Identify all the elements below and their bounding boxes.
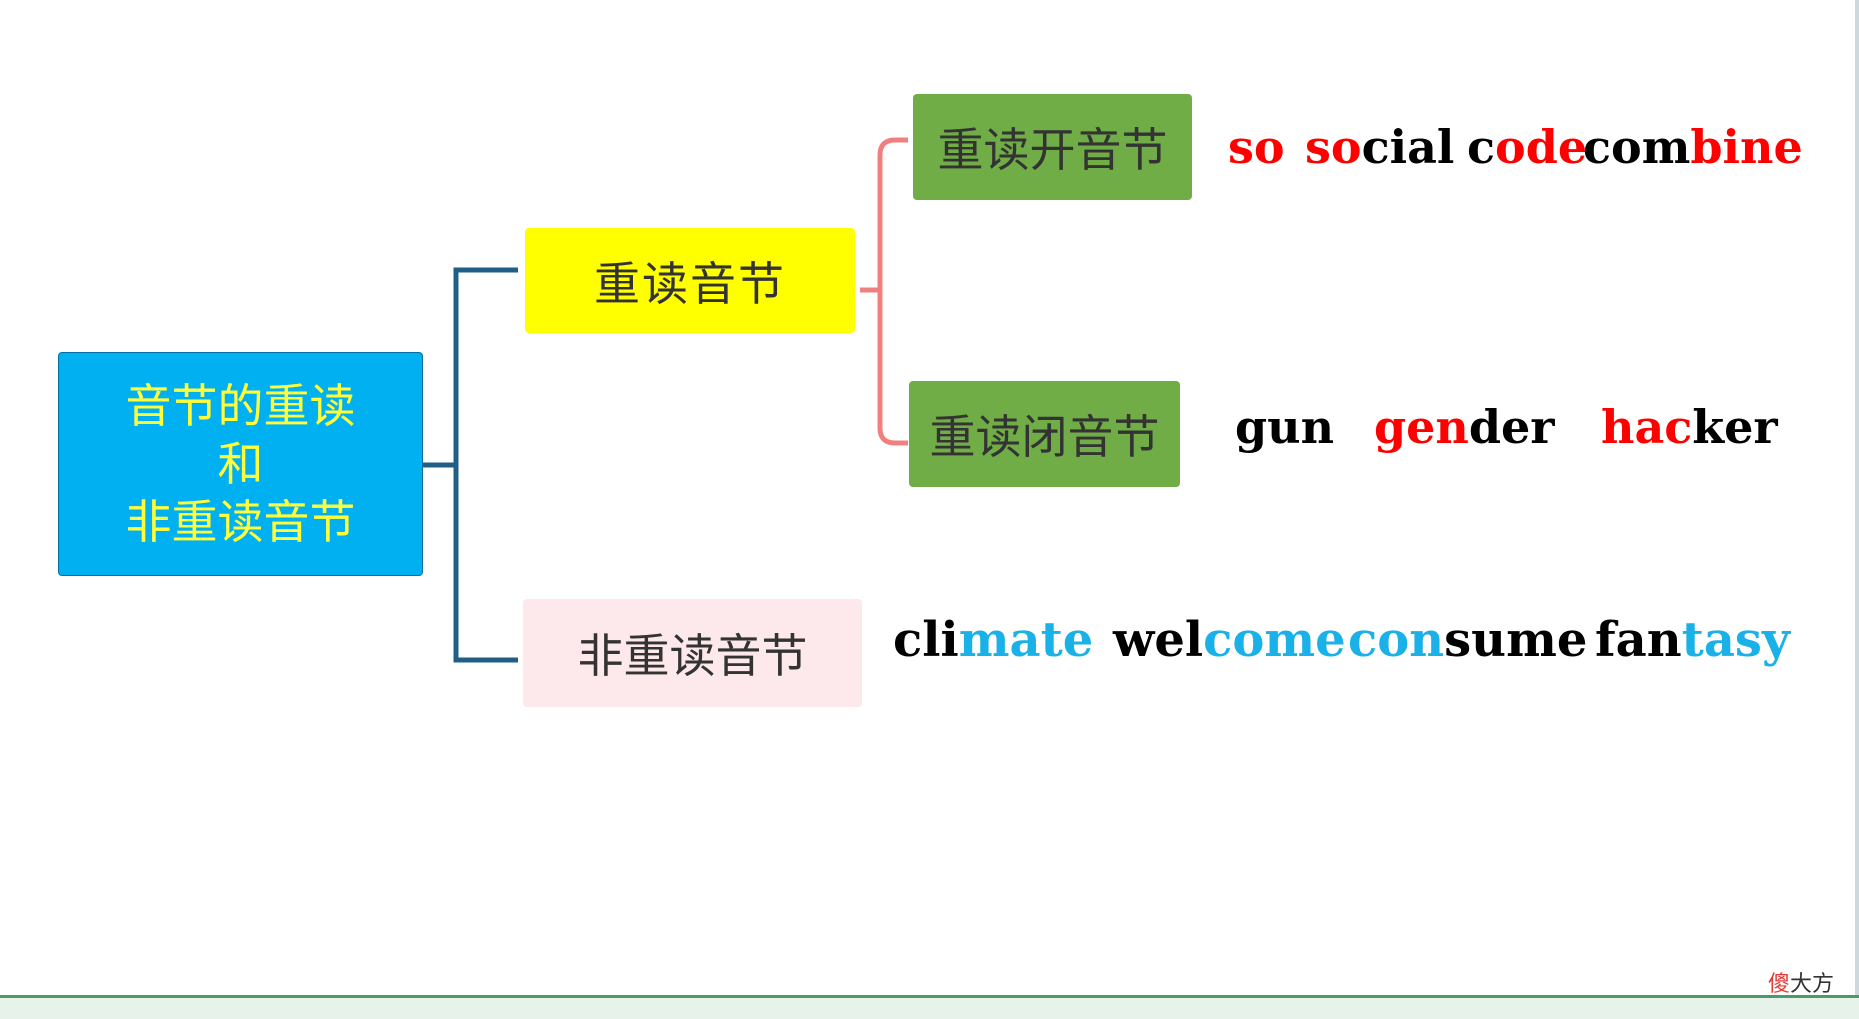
word-segment: fan <box>1595 612 1682 668</box>
stressed-syllable-node: 重读音节 <box>525 228 855 333</box>
word-segment: com <box>1583 120 1691 174</box>
stressed-open-syllable-node: 重读开音节 <box>913 94 1192 200</box>
word-segment: der <box>1468 400 1555 454</box>
word-segment: ker <box>1692 400 1778 454</box>
example-word: social <box>1305 120 1454 174</box>
example-word: climate <box>893 612 1093 668</box>
bottom-status-bar <box>0 995 1859 1019</box>
watermark-brand: 傻大方 <box>1768 966 1834 998</box>
connector-stressed-brace <box>877 137 908 446</box>
watermark-rest: 大方 <box>1790 972 1835 997</box>
word-segment: gun <box>1235 400 1335 454</box>
stressed-syllable-label: 重读音节 <box>594 256 786 311</box>
unstressed-syllable-label: 非重读音节 <box>577 629 808 683</box>
word-segment: hac <box>1601 400 1693 454</box>
stressed-closed-syllable-node: 重读闭音节 <box>909 381 1180 487</box>
window-right-edge <box>1855 0 1859 1000</box>
stressed-closed-syllable-label: 重读闭音节 <box>929 410 1160 464</box>
word-segment: cial <box>1361 120 1455 174</box>
example-word: gender <box>1374 400 1555 454</box>
word-segment: so <box>1228 120 1285 174</box>
example-word: hacker <box>1601 400 1778 454</box>
root-node: 音节的重读 和 非重读音节 <box>58 352 423 576</box>
example-word: so <box>1228 120 1285 174</box>
root-line-1: 音节的重读 <box>125 379 356 433</box>
stressed-open-syllable-label: 重读开音节 <box>937 123 1168 177</box>
word-segment: cli <box>893 612 959 668</box>
example-word: code <box>1467 120 1587 174</box>
watermark-accent: 傻 <box>1768 972 1791 997</box>
root-line-3: 非重读音节 <box>125 495 356 549</box>
word-segment: so <box>1305 120 1362 174</box>
root-line-2: 和 <box>217 437 264 491</box>
word-segment: wel <box>1113 612 1204 668</box>
example-word: consume <box>1348 612 1587 668</box>
connector-root-bracket <box>453 267 518 663</box>
example-word: fantasy <box>1595 612 1790 668</box>
example-word: gun <box>1235 400 1334 454</box>
unstressed-syllable-node: 非重读音节 <box>523 599 862 707</box>
word-segment: tasy <box>1681 612 1790 668</box>
word-segment: sume <box>1444 612 1588 668</box>
word-segment: come <box>1203 612 1346 668</box>
word-segment: bine <box>1690 120 1803 174</box>
example-word: welcome <box>1113 612 1346 668</box>
word-segment: gen <box>1374 400 1469 454</box>
word-segment: ode <box>1495 120 1588 174</box>
word-segment: con <box>1348 612 1445 668</box>
word-segment: mate <box>958 612 1094 668</box>
word-segment: c <box>1467 120 1496 174</box>
example-word: combine <box>1583 120 1803 174</box>
